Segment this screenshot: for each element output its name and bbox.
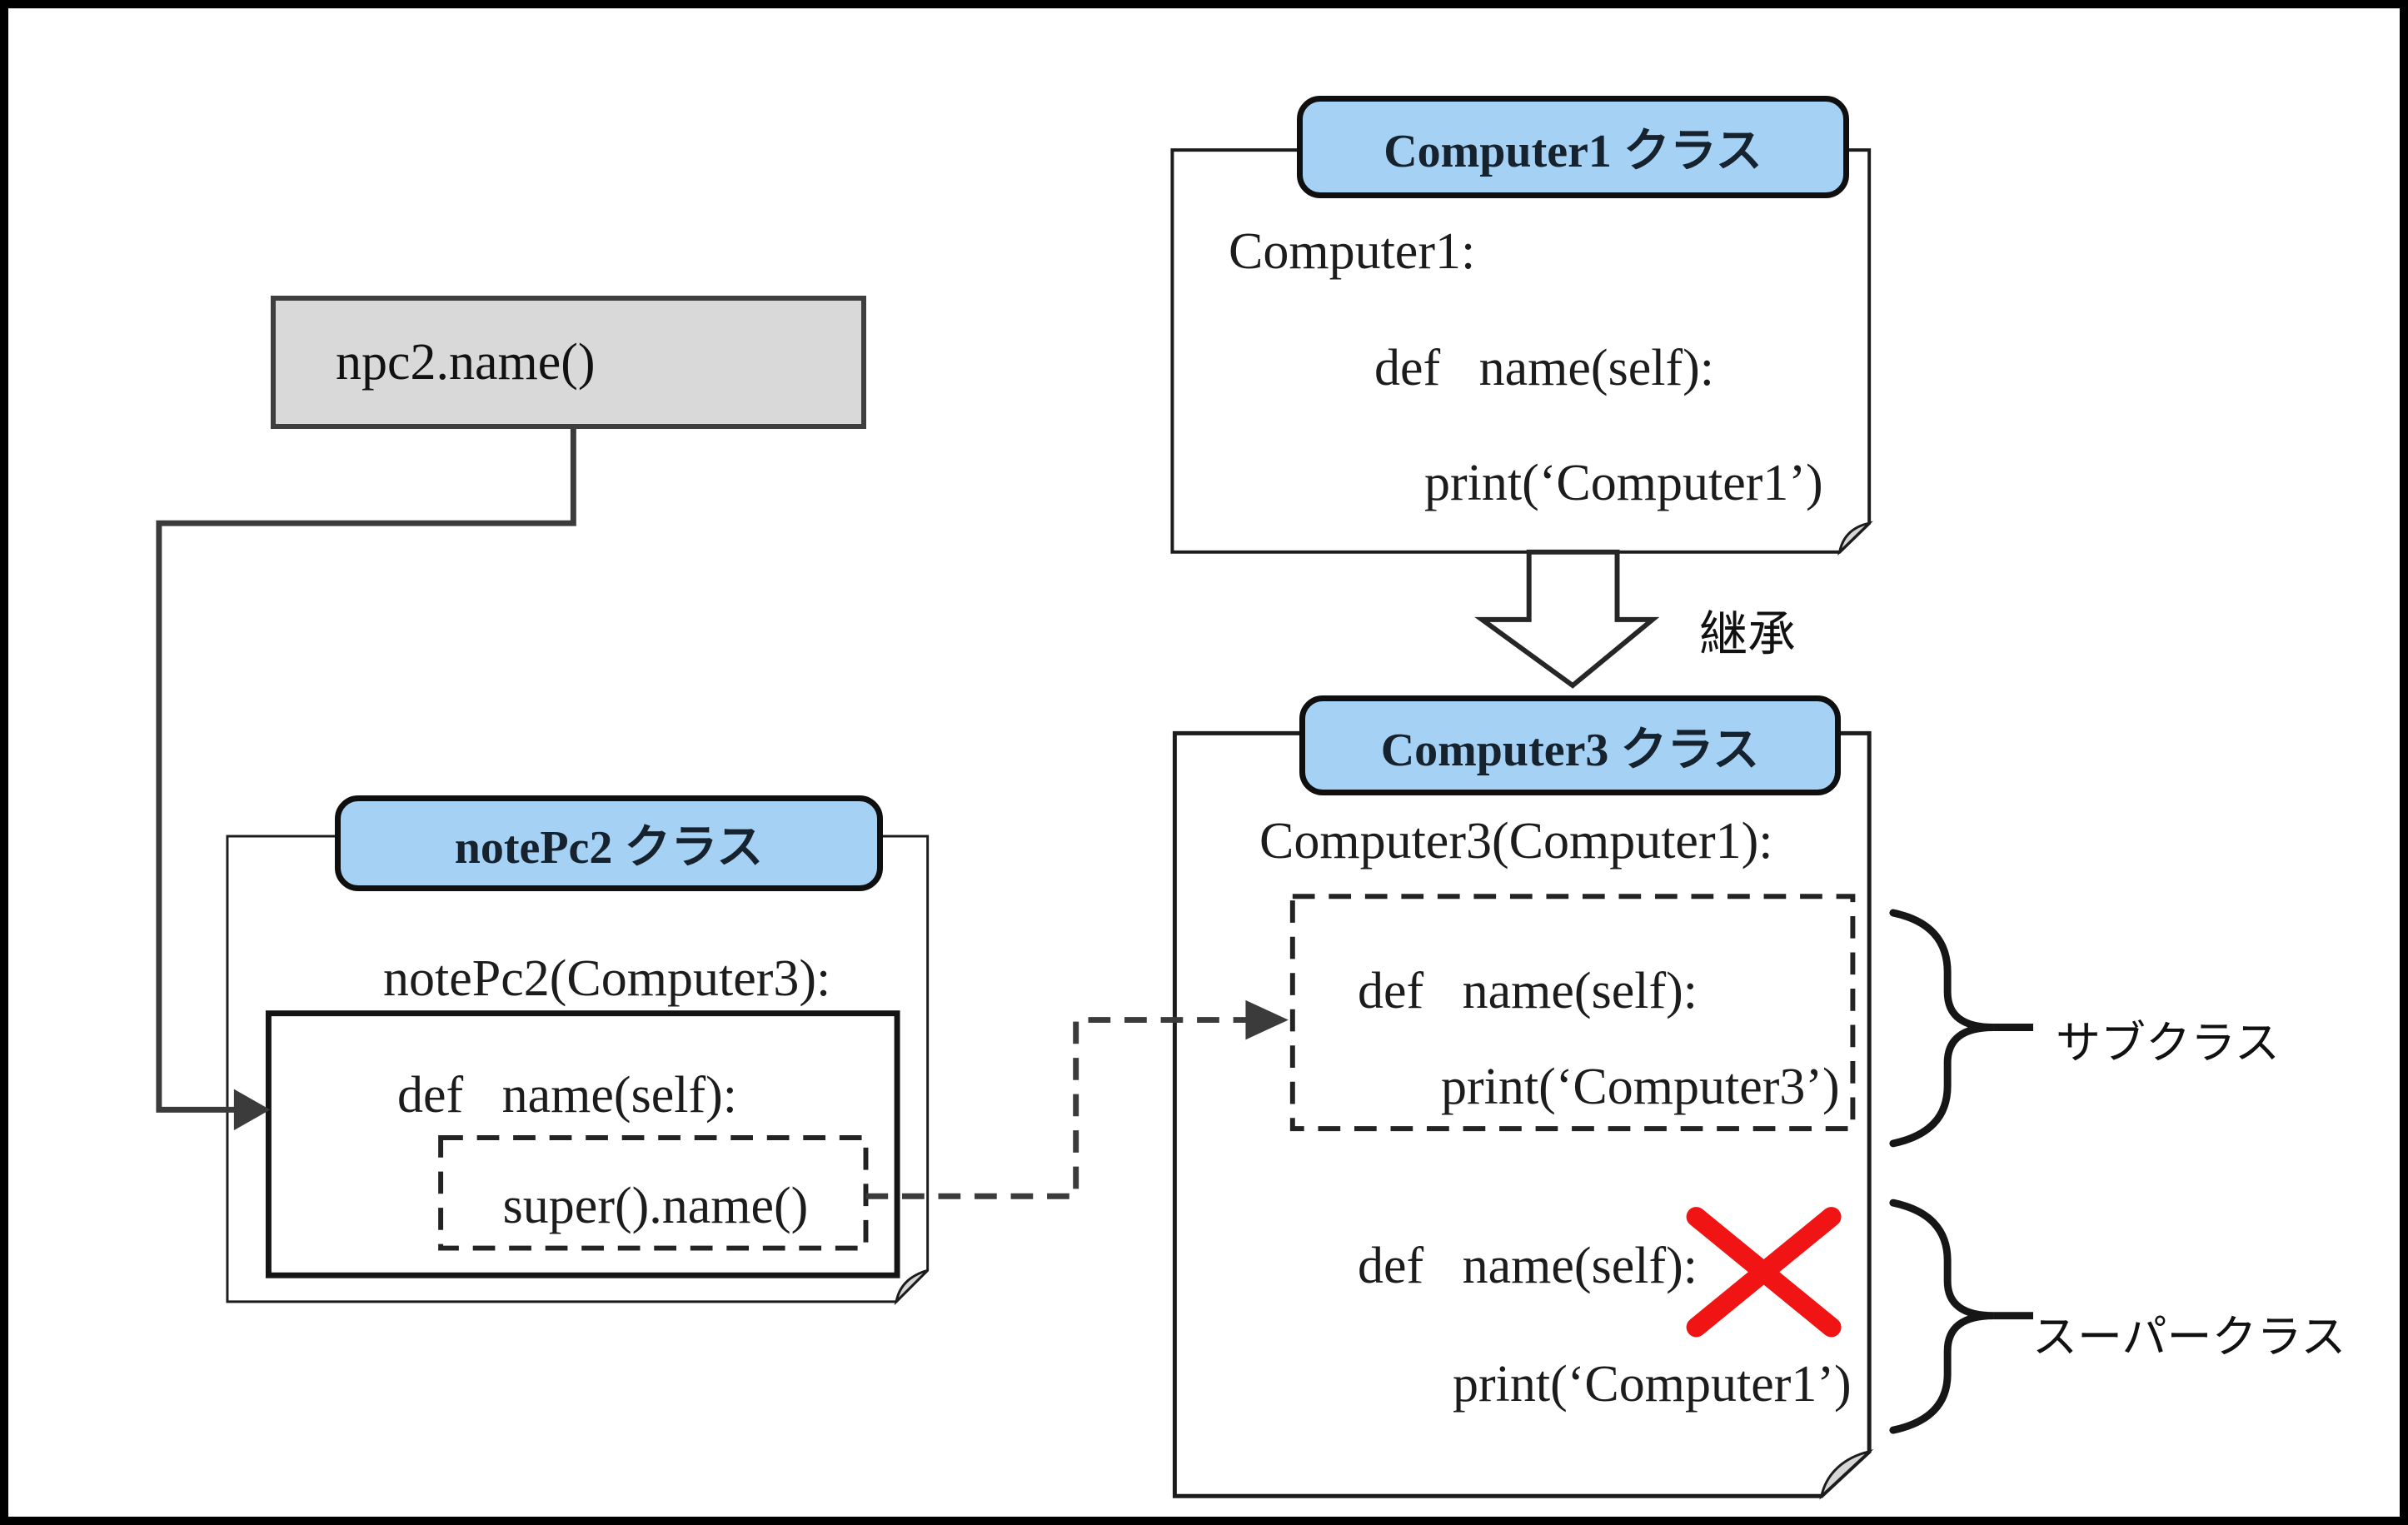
inheritance-label: 継承	[1699, 607, 1797, 661]
inheritance-block-arrow-icon	[1474, 549, 1660, 689]
computer1-print-line: print(‘Computer1’)	[1424, 455, 1823, 511]
call-connector-line	[156, 424, 576, 1113]
caller-box: npc2.name()	[271, 296, 866, 429]
computer3-subclass-def-line: def name(self):	[1358, 963, 1698, 1019]
computer3-subclass-dashed-box	[1289, 894, 1856, 1132]
computer1-title-line: Computer1:	[1229, 223, 1476, 280]
notepc2-title-line: notePc2(Computer3):	[383, 950, 831, 1007]
computer3-class-header-label: Computer3 クラス	[1380, 724, 1760, 776]
computer3-title-line: Computer3(Computer1):	[1259, 813, 1773, 870]
computer1-fold-corner-icon	[1837, 521, 1873, 556]
notepc2-method-box	[265, 1010, 900, 1278]
computer3-fold-corner-icon	[1819, 1449, 1874, 1500]
subclass-label: サブクラス	[2056, 1018, 2280, 1069]
super-call-connector-arrowhead-icon	[1245, 999, 1289, 1040]
call-connector-arrowhead-icon	[233, 1089, 271, 1131]
diagram-shapes	[156, 148, 2034, 1500]
computer3-class-header: Computer3 クラス	[1299, 695, 1841, 795]
notepc2-def-line: def name(self):	[397, 1067, 737, 1124]
computer1-class-header-label: Computer1 クラス	[1383, 126, 1762, 177]
computer3-superclass-def-line: def name(self):	[1358, 1238, 1698, 1294]
computer3-subclass-print-line: print(‘Computer3’)	[1441, 1059, 1840, 1115]
red-cross-icon	[1686, 1207, 1842, 1338]
subclass-brace-icon	[1889, 909, 1994, 1148]
computer1-class-header: Computer1 クラス	[1297, 96, 1849, 198]
notepc2-super-call: super().name()	[502, 1178, 809, 1234]
notepc2-fold-corner-icon	[894, 1268, 929, 1306]
computer1-def-line: def name(self):	[1374, 340, 1714, 396]
superclass-label: スーパークラス	[2032, 1312, 2346, 1363]
computer3-superclass-print-line: print(‘Computer1’)	[1453, 1356, 1852, 1413]
notepc2-class-header-label: notePc2 クラス	[454, 822, 764, 874]
caller-box-label: npc2.name()	[336, 333, 596, 391]
notepc2-class-header: notePc2 クラス	[335, 795, 883, 891]
super-call-connector-line	[865, 1017, 1249, 1199]
super-call-dashed-box	[438, 1135, 869, 1251]
superclass-brace-icon	[1889, 1199, 1994, 1434]
